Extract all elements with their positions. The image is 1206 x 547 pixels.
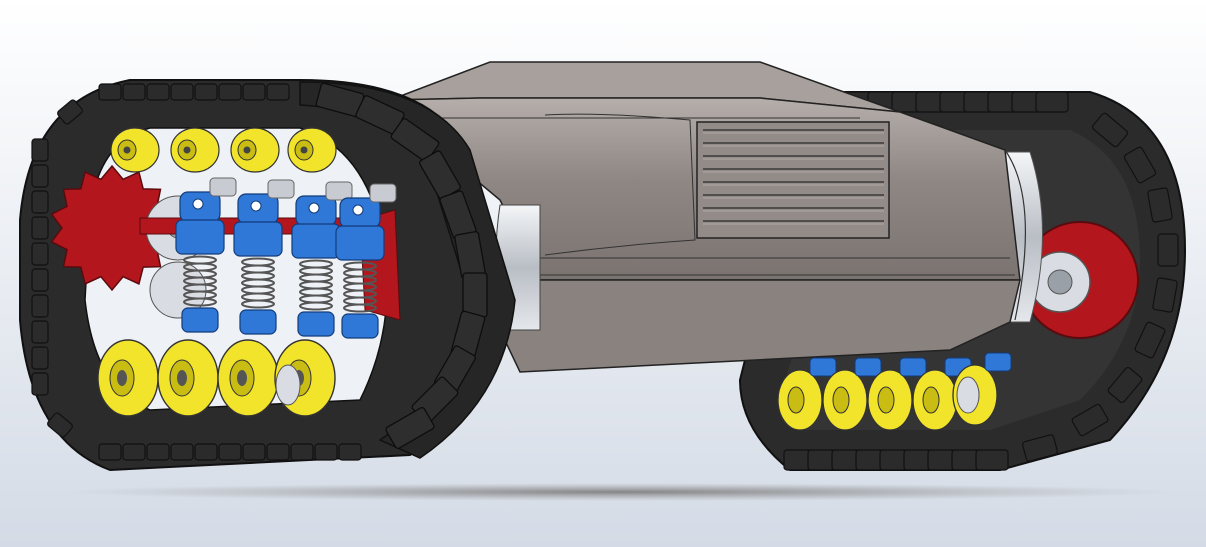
road-wheel-icon (97, 339, 336, 417)
ground-shadow (60, 483, 1180, 501)
right-road-wheels (777, 352, 1012, 431)
left-track-assembly (19, 79, 516, 472)
sprocket-icon (1021, 221, 1139, 339)
left-track-links (31, 83, 362, 461)
right-track-links (783, 91, 1179, 471)
return-rollers (110, 127, 337, 173)
hull-body (388, 61, 1027, 373)
vent-grille-icon (696, 121, 890, 239)
sprocket-icon (50, 164, 174, 292)
suspension-units (175, 177, 397, 339)
